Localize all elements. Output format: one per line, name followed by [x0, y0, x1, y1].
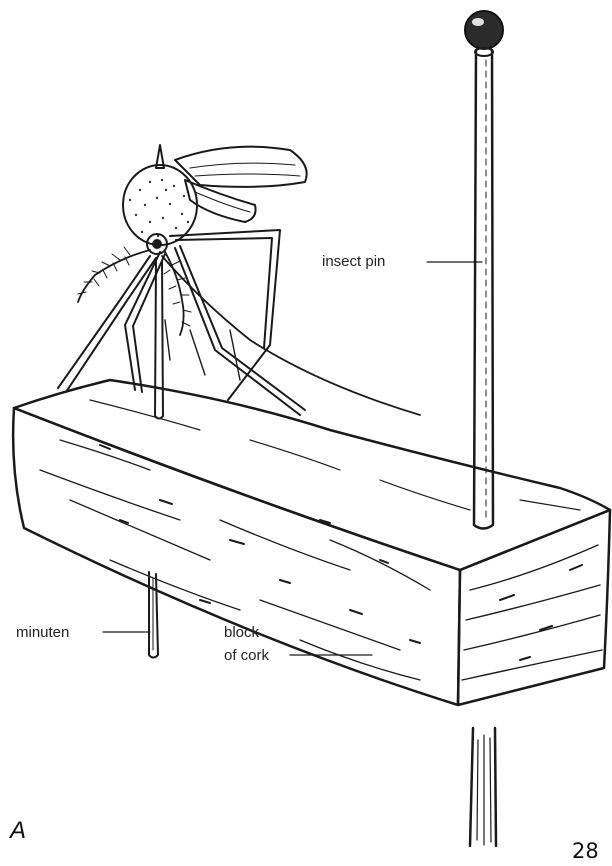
- label-minuten: minuten: [16, 624, 150, 641]
- page-number: 28: [572, 839, 599, 863]
- insect-pin-illustration: [465, 11, 503, 846]
- insect-pin-label: insect pin: [322, 253, 385, 270]
- mosquito-illustration: [58, 145, 420, 415]
- cork-block-illustration: [13, 380, 610, 705]
- panel-letter: A: [8, 817, 26, 844]
- label-insect-pin: insect pin: [322, 253, 482, 270]
- block-label-line1: block: [224, 624, 260, 641]
- minuten-label: minuten: [16, 624, 69, 641]
- label-block-of-cork: block of cork: [224, 624, 372, 664]
- block-label-line2: of cork: [224, 647, 270, 664]
